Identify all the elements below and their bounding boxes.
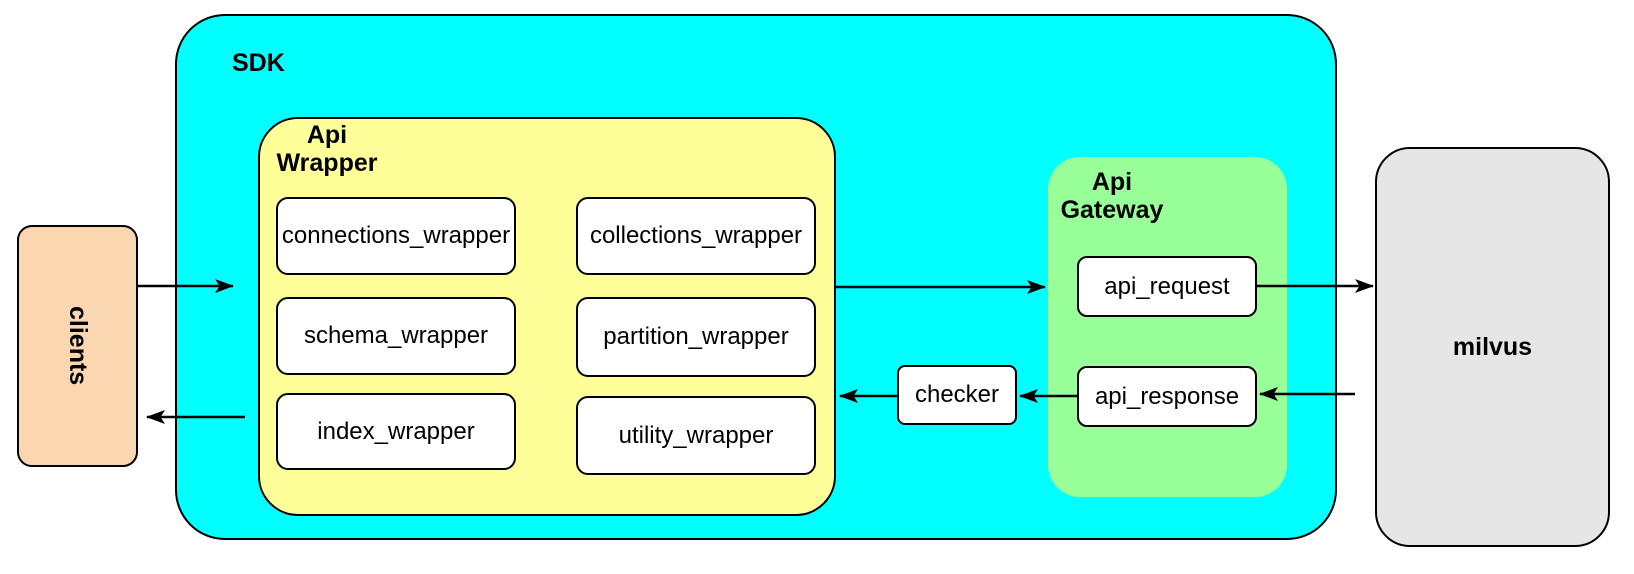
clients-label: clients bbox=[64, 306, 92, 386]
utility-wrapper-box: utility_wrapper bbox=[576, 396, 816, 475]
partition-wrapper-box: partition_wrapper bbox=[576, 297, 816, 377]
collections-wrapper-label: collections_wrapper bbox=[589, 222, 803, 249]
utility-wrapper-label: utility_wrapper bbox=[618, 421, 774, 449]
schema-wrapper-box: schema_wrapper bbox=[276, 297, 516, 375]
partition-wrapper-label: partition_wrapper bbox=[603, 323, 789, 350]
index-wrapper-box: index_wrapper bbox=[276, 393, 516, 470]
milvus-label: milvus bbox=[1452, 332, 1533, 361]
api-request-label: api_request bbox=[1104, 272, 1230, 300]
checker-box: checker bbox=[897, 365, 1017, 425]
milvus-box: milvus bbox=[1375, 147, 1610, 547]
collections-wrapper-box: collections_wrapper bbox=[576, 197, 816, 275]
api-response-label: api_response bbox=[1094, 382, 1240, 410]
clients-box: clients bbox=[17, 225, 138, 467]
api-request-box: api_request bbox=[1077, 256, 1257, 317]
api-wrapper-label: Api Wrapper bbox=[276, 121, 378, 177]
api-gateway-label: Api Gateway bbox=[1060, 168, 1164, 224]
connections-wrapper-label: connections_wrapper bbox=[281, 222, 511, 249]
index-wrapper-label: index_wrapper bbox=[317, 417, 475, 445]
checker-label: checker bbox=[914, 381, 1000, 408]
api-response-box: api_response bbox=[1077, 366, 1257, 427]
sdk-label: SDK bbox=[232, 49, 285, 77]
api-gateway-container: Api Gateway bbox=[1048, 157, 1287, 497]
schema-wrapper-label: schema_wrapper bbox=[303, 322, 489, 349]
connections-wrapper-box: connections_wrapper bbox=[276, 197, 516, 275]
